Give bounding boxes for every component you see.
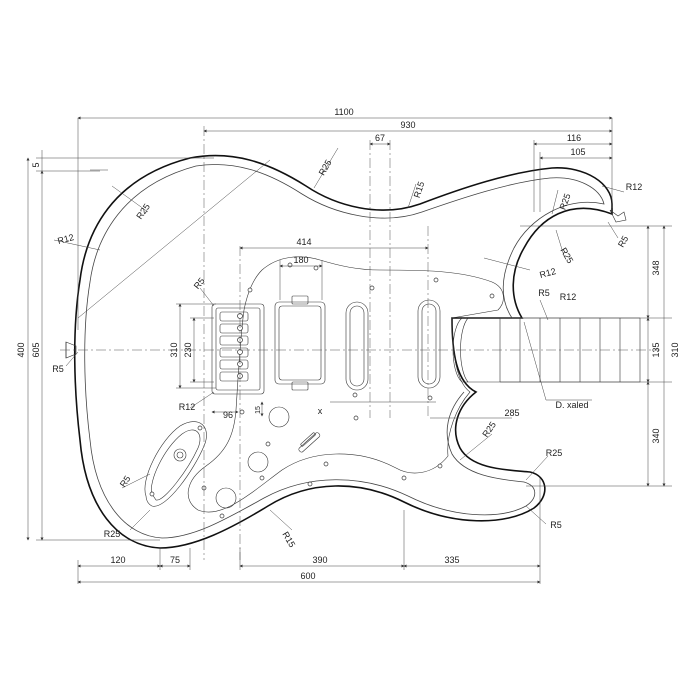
- top-dimensions: [77, 116, 613, 330]
- dim-414: 414: [296, 237, 311, 247]
- dim-x: x: [318, 406, 323, 416]
- dim-75: 75: [170, 555, 180, 565]
- output-jack: [144, 421, 207, 507]
- dim-230: 230: [183, 342, 193, 357]
- body-contour-line: [84, 164, 605, 539]
- radius-r15-top: R15: [412, 180, 427, 199]
- radius-r5-left: R5: [52, 364, 64, 374]
- radius-r5-jack: R5: [118, 474, 133, 489]
- humbucker-pickup: [274, 295, 326, 391]
- radius-r12-horn-tip: R12: [626, 182, 643, 192]
- radius-r25-cutaway: R25: [480, 420, 498, 439]
- dim-930: 930: [400, 120, 415, 130]
- dim-180: 180: [293, 255, 308, 265]
- radius-r25-cutaway-top: R25: [558, 192, 573, 211]
- radius-r12-neck: R12: [560, 292, 577, 302]
- radius-r15-bottom: R15: [280, 530, 297, 549]
- radius-r5-right: R5: [550, 520, 562, 530]
- dim-340: 340: [651, 428, 661, 443]
- radius-r25-upper-left: R25: [134, 202, 152, 221]
- dim-600: 600: [300, 571, 315, 581]
- neck-single-coil-pickup: [417, 299, 441, 389]
- radius-r25-top: R25: [317, 158, 334, 177]
- dim-310-right: 310: [670, 342, 680, 357]
- dim-120: 120: [110, 555, 125, 565]
- radius-leaders: [53, 147, 625, 531]
- radius-r12-bridge: R12: [179, 402, 196, 412]
- dim-116: 116: [567, 133, 581, 143]
- body-outline: [73, 154, 613, 549]
- middle-single-coil-pickup: [345, 301, 369, 391]
- radius-r25-lower-horn: R25: [558, 246, 575, 265]
- dim-96: 96: [223, 410, 233, 420]
- dim-5: 5: [31, 162, 41, 167]
- radius-r25-right: R25: [546, 448, 563, 458]
- dim-105: 105: [570, 147, 585, 157]
- radius-r12-left: R12: [56, 232, 75, 246]
- radius-r5-horn-tip: R5: [616, 234, 630, 249]
- dim-390: 390: [312, 555, 327, 565]
- dim-605: 605: [31, 342, 41, 357]
- pickguard: [187, 256, 504, 513]
- dim-67: 67: [375, 133, 385, 143]
- radius-r12-neck-top: R12: [538, 266, 557, 280]
- dim-1100: 1100: [334, 107, 353, 117]
- annotation-d-scale: D. xaled: [555, 400, 588, 410]
- dim-15: 15: [255, 406, 262, 414]
- pickup-selector-switch: [298, 432, 321, 453]
- dim-310-left: 310: [169, 342, 179, 357]
- bottom-dimensions: [77, 410, 541, 584]
- left-dimensions: [26, 150, 264, 541]
- bridge-saddles: [219, 311, 249, 382]
- dim-348: 348: [651, 260, 661, 275]
- control-knobs: [215, 406, 290, 509]
- dim-135: 135: [651, 342, 661, 357]
- pickguard-screws: [201, 262, 495, 519]
- radius-r5-bridge: R5: [192, 276, 207, 291]
- dim-400: 400: [16, 342, 26, 357]
- dim-285: 285: [504, 408, 519, 418]
- reference-lines: [36, 126, 672, 560]
- radius-r25-jack: R25: [104, 529, 121, 539]
- right-dimensions: [646, 225, 666, 487]
- radius-r5-neck: R5: [538, 288, 550, 298]
- strap-button-horn: [609, 209, 627, 223]
- dim-335: 335: [444, 555, 459, 565]
